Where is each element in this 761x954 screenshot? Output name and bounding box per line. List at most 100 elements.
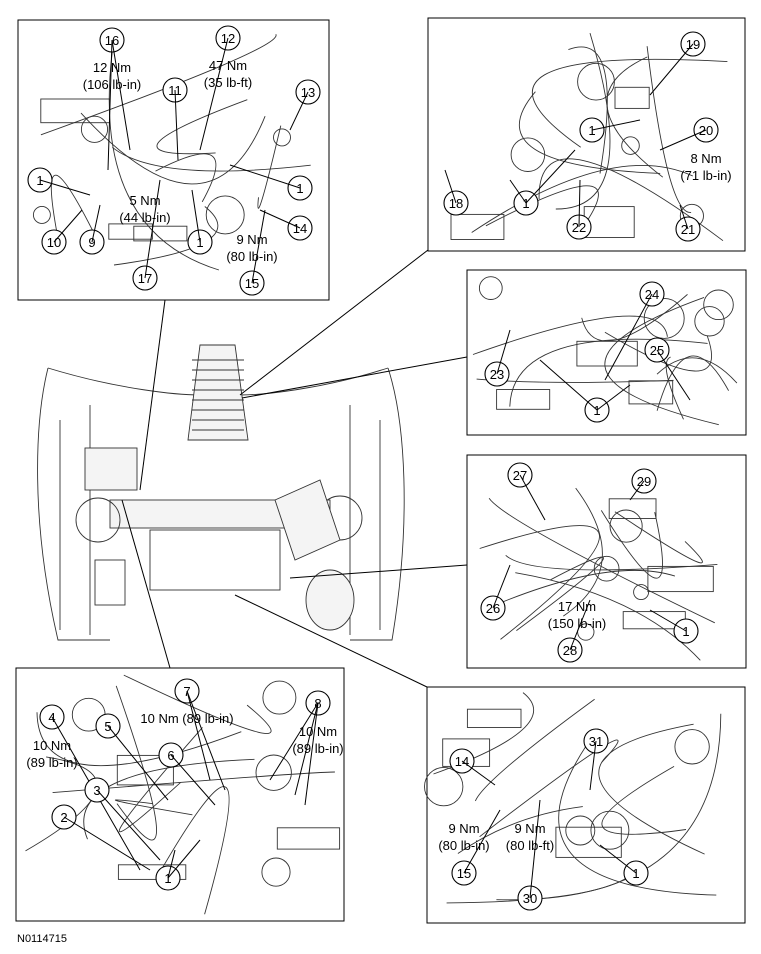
panel-bottom-left-art bbox=[25, 674, 341, 915]
callout-number: 15 bbox=[457, 866, 471, 881]
callout-number: 28 bbox=[563, 643, 577, 658]
panel-lower-right-art bbox=[479, 487, 718, 661]
body-outline bbox=[239, 367, 389, 396]
panel-connector-line bbox=[239, 249, 429, 396]
leader-line bbox=[63, 816, 151, 871]
component-body bbox=[628, 380, 674, 405]
callout-number: 1 bbox=[682, 624, 689, 639]
leader-line bbox=[174, 89, 179, 161]
component-circle bbox=[478, 276, 503, 300]
leader-line bbox=[111, 39, 131, 151]
panel-bottom-right-art bbox=[424, 692, 722, 904]
torque-spec: (150 lb-in) bbox=[548, 616, 607, 631]
component-circle bbox=[593, 555, 620, 582]
leader-line bbox=[229, 164, 301, 189]
torque-spec: 10 Nm (89 lb-in) bbox=[140, 711, 233, 726]
callout: 9 bbox=[79, 229, 105, 255]
component-circle bbox=[32, 205, 51, 224]
leader-line bbox=[569, 599, 591, 651]
leader-line bbox=[604, 293, 653, 381]
component-edge bbox=[80, 112, 266, 185]
leader-line bbox=[496, 329, 511, 375]
component-body bbox=[647, 565, 714, 593]
component-body bbox=[614, 86, 650, 109]
leader-line bbox=[186, 690, 226, 791]
leader-line bbox=[629, 480, 645, 501]
torque-spec: 47 Nm bbox=[209, 58, 247, 73]
component-edge bbox=[505, 554, 718, 571]
leader-line bbox=[525, 149, 576, 204]
component-edge bbox=[156, 99, 248, 155]
torque-spec: (80 lb-ft) bbox=[506, 838, 554, 853]
component-circle bbox=[633, 584, 650, 601]
component-edge bbox=[665, 356, 684, 420]
callout-number: 22 bbox=[572, 220, 586, 235]
component-edge bbox=[83, 758, 255, 840]
component-body bbox=[466, 708, 522, 728]
component-circle bbox=[205, 195, 245, 235]
leader-line bbox=[463, 809, 501, 874]
component-edge bbox=[492, 569, 676, 607]
callout-number: 15 bbox=[245, 276, 259, 291]
component-edge bbox=[123, 674, 272, 734]
component-edge bbox=[598, 723, 705, 855]
component-edge bbox=[601, 766, 687, 835]
component-body bbox=[116, 754, 174, 786]
component-edge bbox=[558, 728, 717, 896]
detail-panels bbox=[15, 17, 747, 924]
body-outline bbox=[350, 367, 405, 641]
component-edge bbox=[257, 125, 282, 209]
panel-bottom-right bbox=[426, 686, 746, 924]
left-wheel-hub bbox=[75, 497, 121, 543]
component-circle bbox=[262, 680, 297, 715]
component-edge bbox=[656, 357, 738, 384]
leader-line bbox=[289, 91, 309, 131]
component-edge bbox=[457, 806, 583, 854]
callout-number: 23 bbox=[490, 367, 504, 382]
leader-line bbox=[519, 474, 546, 521]
component-edge bbox=[518, 91, 661, 174]
component-circle bbox=[273, 128, 291, 147]
leader-line bbox=[679, 204, 689, 230]
component-circle bbox=[703, 289, 734, 321]
component-circle bbox=[590, 810, 630, 850]
component-circle bbox=[694, 306, 725, 337]
component-circle bbox=[80, 115, 109, 143]
torque-spec: (35 lb-ft) bbox=[204, 75, 252, 90]
component-body bbox=[133, 225, 188, 242]
body-outline bbox=[47, 367, 201, 396]
figure-id: N0114715 bbox=[17, 933, 67, 945]
component-edge bbox=[604, 331, 712, 372]
leader-line bbox=[269, 702, 319, 781]
component-edge bbox=[36, 712, 242, 766]
panel-top-left bbox=[17, 19, 330, 301]
component-edge bbox=[108, 52, 220, 271]
callout-number: 1 bbox=[588, 123, 595, 138]
callout-number: 1 bbox=[164, 871, 171, 886]
leader-line bbox=[589, 740, 597, 791]
component-circle bbox=[261, 857, 291, 887]
leader-line bbox=[596, 384, 631, 411]
torque-spec: 17 Nm bbox=[558, 599, 596, 614]
component-body bbox=[450, 213, 505, 240]
leader-line bbox=[578, 179, 581, 228]
component-edge bbox=[646, 46, 692, 213]
leader-line bbox=[91, 204, 101, 243]
component-circle bbox=[643, 297, 685, 339]
callout-number: 1 bbox=[593, 403, 600, 418]
leader-line bbox=[492, 564, 511, 609]
leader-line bbox=[529, 799, 541, 899]
callout-number: 14 bbox=[293, 221, 307, 236]
torque-spec: 12 Nm bbox=[93, 60, 131, 75]
leader-line bbox=[259, 209, 301, 229]
component-body bbox=[555, 826, 622, 858]
torque-spec: 10 Nm bbox=[33, 738, 71, 753]
component-circle bbox=[565, 815, 596, 846]
leader-line bbox=[167, 849, 176, 879]
leader-line bbox=[461, 760, 496, 786]
component-circle bbox=[255, 754, 292, 791]
component-edge bbox=[52, 771, 335, 794]
component-edge bbox=[50, 174, 101, 246]
leader-line bbox=[191, 189, 201, 243]
